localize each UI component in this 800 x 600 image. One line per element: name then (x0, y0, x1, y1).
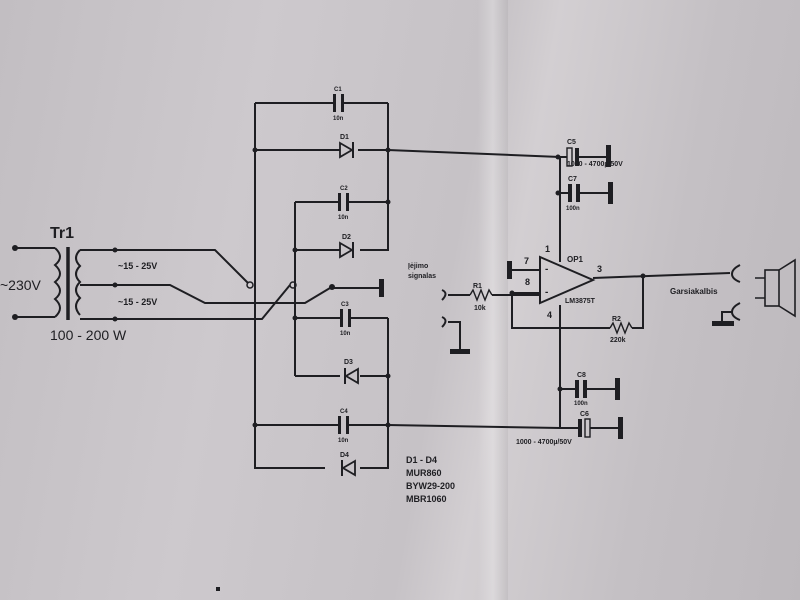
c3-name: C3 (341, 302, 349, 308)
c3-value: 10n (340, 331, 351, 337)
capacitor-c6: C6 1000 - 4700µ/50V (516, 411, 623, 446)
r2-value: 220k (610, 337, 626, 344)
secondary-1-voltage: ~15 - 25V (118, 261, 157, 271)
junction-dot (329, 284, 335, 290)
opamp-triangle-icon (539, 255, 596, 305)
capacitor-c7: C7 100n (558, 176, 613, 212)
ground-icon (712, 321, 734, 326)
pin-8: 8 (525, 277, 530, 287)
diode-d4: D4 (340, 452, 356, 477)
ground-icon (608, 182, 613, 204)
junction-dot (252, 147, 258, 153)
ground-jack-icon (441, 316, 447, 328)
input-section: Įėjimo signalas R1 10k (408, 263, 540, 354)
output-jack-icon (730, 264, 741, 283)
d3-name: D3 (344, 359, 353, 366)
input-label-line2: signalas (408, 273, 436, 280)
output-ground-jack-icon (730, 302, 741, 321)
opamp: - - OP1 LM3875T 1 3 4 7 8 R2 220k (507, 244, 731, 344)
secondary-2-voltage: ~15 - 25V (118, 297, 157, 307)
bridge-rectifier: C1 10n D1 C2 10n D2 C3 10n (252, 87, 391, 477)
diode-notes-title: D1 - D4 (406, 455, 437, 465)
c5-name: C5 (567, 139, 576, 146)
ground-icon (618, 417, 623, 439)
resistor-r2: R2 220k (609, 316, 633, 344)
input-jack-icon (441, 289, 447, 301)
c2-name: C2 (340, 186, 348, 192)
opamp-minus-sign: - (545, 264, 548, 275)
d2-name: D2 (342, 234, 351, 241)
paper-fold (478, 0, 508, 600)
power-rating: 100 - 200 W (50, 327, 127, 343)
c1-value: 10n (333, 116, 344, 122)
diode-notes: D1 - D4 MUR860 BYW29-200 MBR1060 (406, 455, 455, 504)
junction-dot (385, 373, 391, 379)
junction-dot (252, 422, 258, 428)
r1-value: 10k (474, 305, 486, 312)
supply-rails: C5 1000 - 4700µ/50V C7 100n C8 100n (387, 139, 623, 446)
d4-name: D4 (340, 452, 349, 459)
opamp-plus-sign: - (545, 287, 548, 298)
c6-value: 1000 - 4700µ/50V (516, 439, 572, 446)
diode-option: MBR1060 (406, 494, 447, 504)
ink-speck (216, 587, 220, 591)
capacitor-c5: C5 1000 - 4700µ/50V (558, 139, 623, 168)
diode-d1: D1 (339, 134, 354, 159)
pin-3: 3 (597, 264, 602, 274)
pin-7: 7 (524, 256, 529, 266)
primary-leads (15, 247, 55, 318)
diode-d2: D2 (339, 234, 354, 259)
secondary-coil-icon (75, 249, 82, 316)
capacitor-c2: C2 10n (328, 186, 355, 221)
c7-value: 100n (566, 206, 580, 212)
resistor-r1: R1 10k (469, 283, 493, 312)
capacitor-c1: C1 10n (325, 87, 355, 122)
output-label: Garsiakalbis (670, 287, 718, 296)
crossing-terminal (246, 281, 254, 289)
c5-value: 1000 - 4700µ/50V (567, 161, 623, 168)
transformer: Tr1 ~230V 100 - 200 W ~15 - 25V ~15 - 25… (0, 225, 157, 343)
junction-dot (292, 247, 298, 253)
c4-value: 10n (338, 438, 349, 444)
transformer-name: Tr1 (50, 225, 74, 242)
capacitor-c4: C4 10n (328, 409, 355, 444)
ground-icon (606, 145, 611, 167)
capacitor-c8: C8 100n (560, 372, 620, 407)
r1-name: R1 (473, 283, 482, 290)
c4-name: C4 (340, 409, 348, 415)
c7-name: C7 (568, 176, 577, 183)
ground-icon (507, 261, 512, 279)
opamp-part: LM3875T (565, 298, 596, 305)
c8-name: C8 (577, 372, 586, 379)
diode-option: MUR860 (406, 468, 442, 478)
c6-name: C6 (580, 411, 589, 418)
ground-icon (450, 349, 470, 354)
input-label-line1: Įėjimo (408, 263, 428, 270)
capacitor-c3: C3 10n (328, 302, 355, 337)
junction-dot (385, 199, 391, 205)
diode-option: BYW29-200 (406, 481, 455, 491)
ground-icon (615, 378, 620, 400)
primary-voltage: ~230V (0, 277, 42, 293)
d1-name: D1 (340, 134, 349, 141)
ground-icon (379, 279, 384, 297)
pin-1: 1 (545, 244, 550, 254)
c2-value: 10n (338, 215, 349, 221)
c8-value: 100n (574, 401, 588, 407)
primary-coil-icon (53, 247, 61, 318)
opamp-name: OP1 (567, 255, 584, 264)
diode-d3: D3 (344, 359, 359, 385)
junction-dot (292, 315, 298, 321)
pin-4: 4 (547, 310, 552, 320)
speaker-icon (755, 258, 796, 318)
r2-name: R2 (612, 316, 621, 323)
c1-name: C1 (334, 87, 342, 93)
output-section: Garsiakalbis (670, 258, 796, 326)
